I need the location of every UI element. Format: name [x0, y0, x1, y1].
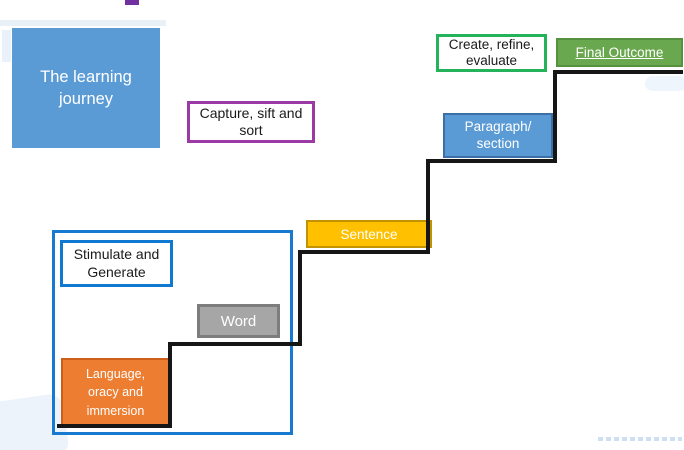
cropped-title-fragment — [125, 0, 139, 5]
step-word-label: Word — [220, 312, 257, 330]
step-language-line-2: oracy and — [88, 385, 143, 400]
step-final-outcome-box: Final Outcome — [556, 38, 683, 67]
step-paragraph-line-2: section — [476, 135, 520, 151]
faint-highlight-strip-vertical — [2, 30, 11, 62]
phase-create-line-1: Create, refine, — [448, 36, 535, 52]
phase-capture-line-1: Capture, sift and — [199, 105, 303, 122]
phase-capture-sift-sort-box: Capture, sift and sort — [187, 101, 315, 143]
phase-create-line-2: evaluate — [465, 53, 518, 68]
step-word-box: Word — [197, 304, 280, 338]
title-line-1: The learning — [40, 67, 132, 86]
phase-capture-line-2: sort — [239, 122, 263, 138]
learning-journey-title-box: The learning journey — [12, 28, 160, 148]
step-sentence-box: Sentence — [306, 220, 432, 248]
step-paragraph-section-box: Paragraph/ section — [443, 113, 553, 158]
faint-watermark — [598, 437, 682, 441]
phase-create-refine-evaluate-box: Create, refine, evaluate — [436, 34, 547, 72]
step-language-oracy-immersion-box: Language, oracy and immersion — [61, 358, 170, 427]
phase-stimulate-line-2: Generate — [87, 263, 146, 280]
step-paragraph-line-1: Paragraph/ — [464, 118, 532, 134]
step-language-line-3: immersion — [86, 403, 145, 418]
faint-corner-wash-top-right — [645, 76, 684, 91]
title-line-2: journey — [58, 90, 114, 108]
step-sentence-label: Sentence — [340, 226, 398, 242]
phase-stimulate-generate-box: Stimulate and Generate — [60, 240, 173, 287]
phase-stimulate-line-1: Stimulate and — [73, 246, 160, 262]
step-final-outcome-label: Final Outcome — [575, 45, 664, 60]
step-language-line-1: Language, — [85, 367, 146, 382]
faint-highlight-strip — [0, 20, 166, 26]
